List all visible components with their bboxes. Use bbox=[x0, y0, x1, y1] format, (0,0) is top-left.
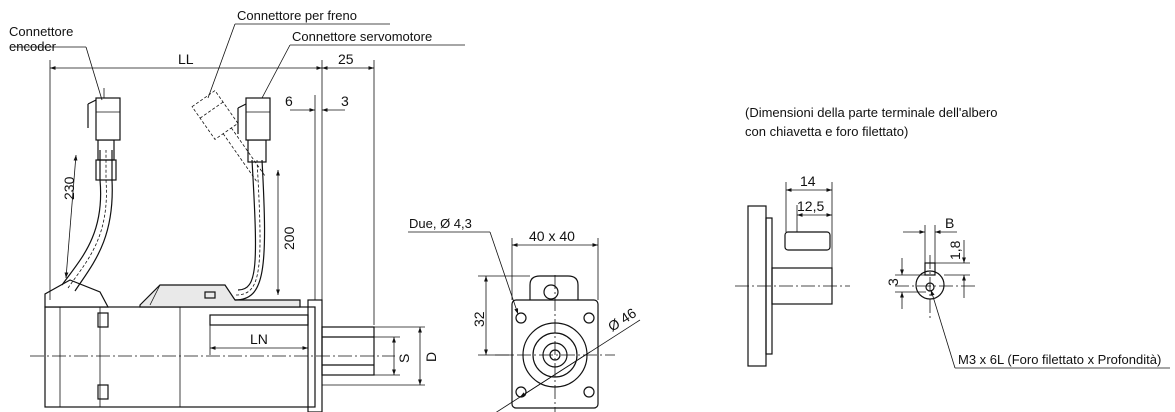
callout-tapped-hole: M3 x 6L (Foro filettato x Profondità) bbox=[958, 352, 1161, 367]
dim-ln: LN bbox=[250, 331, 268, 347]
dim-shaft-length: 25 bbox=[338, 51, 354, 67]
dim-cable-servo: 200 bbox=[281, 226, 297, 250]
servo-connector bbox=[245, 97, 271, 141]
callout-brake-connector: Connettore per freno bbox=[237, 8, 357, 23]
dim-height-32: 32 bbox=[471, 311, 487, 327]
dim-3: 3 bbox=[341, 93, 349, 109]
shaft-detail-side bbox=[735, 182, 850, 367]
dim-key-3: 3 bbox=[885, 278, 901, 286]
callout-mount-holes: Due, Ø 4,3 bbox=[409, 216, 472, 231]
shaft-detail-front bbox=[895, 225, 1170, 369]
callout-encoder-line2: encoder bbox=[9, 39, 57, 54]
motor-shaft bbox=[321, 326, 375, 376]
callout-servo-connector: Connettore servomotore bbox=[292, 29, 432, 44]
dim-6: 6 bbox=[285, 93, 293, 109]
note-line1: (Dimensioni della parte terminale dell'a… bbox=[745, 105, 998, 120]
motor-side-view bbox=[10, 23, 465, 412]
dim-flange-square: 40 x 40 bbox=[529, 228, 575, 244]
dim-key-b: B bbox=[945, 215, 954, 231]
callout-encoder-line1: Connettore bbox=[9, 24, 73, 39]
encoder-connector bbox=[95, 97, 121, 141]
note-line2: con chiavetta e foro filettato) bbox=[745, 124, 908, 139]
encoder-housing bbox=[44, 279, 109, 308]
dim-pcd: Ø 46 bbox=[605, 304, 639, 334]
dim-ll: LL bbox=[178, 51, 194, 67]
dim-d: D bbox=[423, 352, 439, 362]
dim-key-1-8: 1,8 bbox=[947, 240, 963, 260]
motor-front-view bbox=[408, 231, 641, 412]
servo-housing bbox=[139, 284, 301, 308]
dim-key-14: 14 bbox=[800, 173, 816, 189]
dim-s: S bbox=[396, 354, 412, 363]
dim-key-12-5: 12,5 bbox=[797, 198, 824, 214]
dim-cable-encoder: 230 bbox=[61, 176, 77, 200]
